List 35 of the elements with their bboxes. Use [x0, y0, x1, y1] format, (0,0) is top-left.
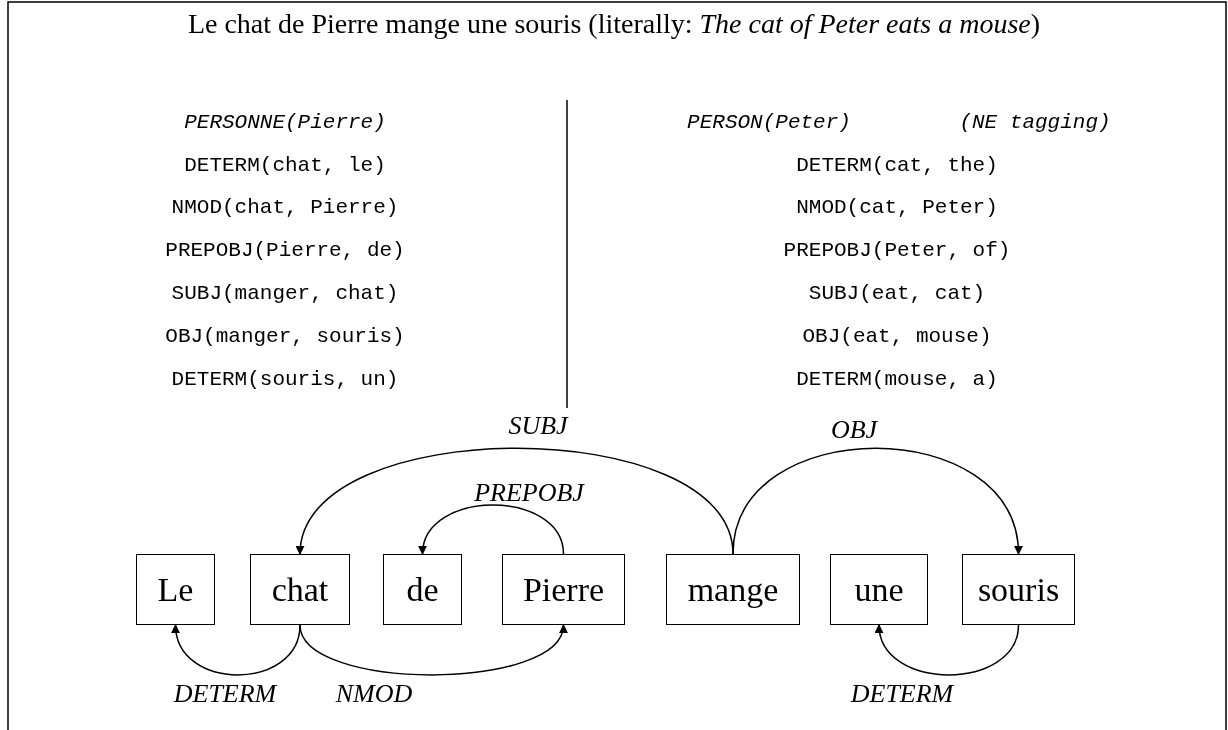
edge-label: NMOD: [335, 679, 413, 709]
relation-text: SUBJ(eat, cat): [808, 281, 986, 305]
relation-text: OBJ(manger, souris): [165, 324, 405, 348]
dependency-arrow: [299, 624, 566, 676]
tag-text: PERSON(Peter): [687, 110, 851, 134]
relation-text: SUBJ(manger, chat): [171, 281, 399, 305]
relation-text: DETERM(souris, un): [171, 367, 399, 391]
dependency-arrow: [297, 447, 734, 555]
edge-label: DETERM: [850, 679, 954, 709]
relation-text: DETERM(mouse, a): [796, 367, 998, 391]
word-box: de: [383, 554, 462, 625]
relation-text: DETERM(chat, le): [184, 153, 386, 177]
title-text: Le chat de Pierre mange une souris (literally: The cat of Peter eats a mouse): [187, 8, 1041, 40]
word-box: souris: [962, 554, 1075, 625]
edge-label: OBJ: [830, 415, 878, 445]
dependency-arrow: [732, 447, 1022, 555]
relation-text: DETERM(cat, the): [796, 153, 998, 177]
edge-label: PREPOBJ: [474, 478, 584, 508]
word-box: mange: [666, 554, 800, 625]
relation-text: PREPOBJ(Pierre, de): [165, 238, 405, 262]
dependency-arrow: [876, 624, 1020, 676]
word-box: une: [830, 554, 928, 625]
word-box: Pierre: [502, 554, 625, 625]
word-box: Le: [136, 554, 215, 625]
relation-text: NMOD(chat, Pierre): [171, 195, 399, 219]
edge-label: DETERM: [173, 679, 277, 709]
dependency-arrow: [172, 624, 301, 676]
word-box: chat: [250, 554, 350, 625]
relation-text: PREPOBJ(Peter, of): [783, 238, 1011, 262]
edge-label: SUBJ: [508, 411, 568, 441]
dependency-arrow: [419, 504, 565, 555]
tag-text: (NE tagging): [959, 110, 1111, 134]
relation-text: OBJ(eat, mouse): [802, 324, 992, 348]
relation-text: NMOD(cat, Peter): [796, 195, 998, 219]
tag-text: PERSONNE(Pierre): [184, 110, 386, 134]
